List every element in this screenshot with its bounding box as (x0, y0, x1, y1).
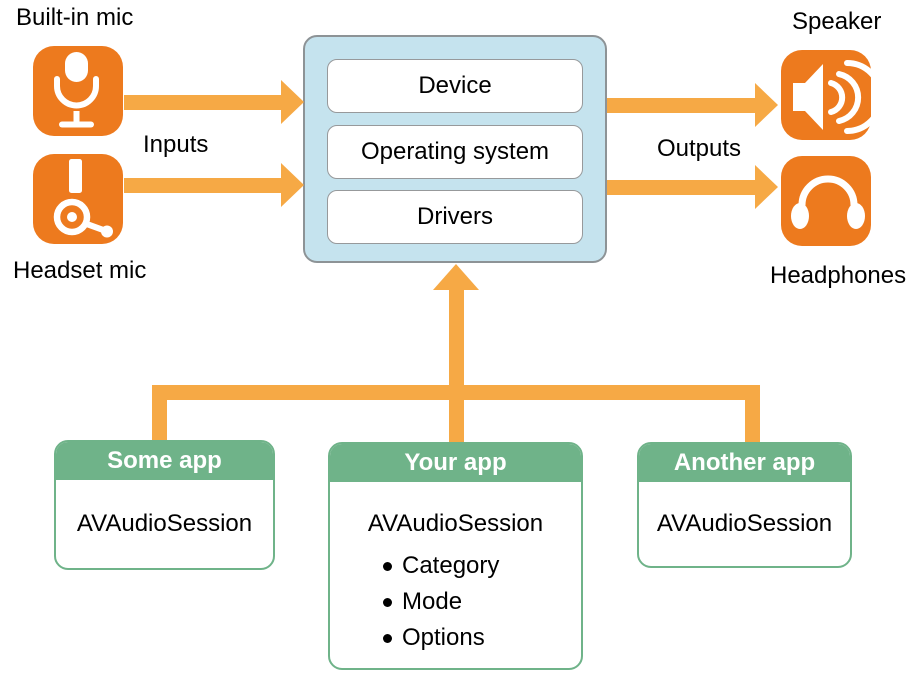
speaker-icon (793, 60, 871, 134)
list-item: Options (383, 620, 581, 656)
built-in-mic-label: Built-in mic (16, 4, 134, 31)
session-arrow-trunk (449, 290, 464, 442)
speaker-label: Speaker (792, 8, 882, 35)
app-card-body: AVAudioSession Category Mode Options (330, 510, 581, 656)
inputs-label: Inputs (143, 131, 209, 158)
app-card-another-app: Another app AVAudioSession (637, 442, 852, 568)
microphone-icon (54, 52, 99, 128)
speaker-tile (781, 50, 871, 140)
input-arrow-headset-head (281, 163, 304, 207)
system-stack-box: Device Operating system Drivers (303, 35, 607, 263)
headphones-icon (791, 175, 865, 229)
bullet-label: Category (402, 552, 500, 579)
operating-system-layer: Operating system (327, 125, 583, 179)
bullet-label: Options (402, 624, 485, 651)
outputs-label: Outputs (657, 135, 742, 162)
headset-mic-label: Headset mic (13, 257, 147, 284)
bullet-icon (383, 561, 392, 571)
app-card-your-app: Your app AVAudioSession Category Mode Op… (328, 442, 583, 670)
app-card-some-app: Some app AVAudioSession (54, 440, 275, 570)
session-stub-some-app (152, 385, 167, 440)
output-arrow-speaker-head (755, 83, 778, 127)
avaudiosession-label: AVAudioSession (656, 510, 833, 537)
session-property-list: Category Mode Options (330, 548, 581, 656)
list-item: Mode (383, 584, 581, 620)
avaudiosession-label: AVAudioSession (367, 510, 544, 537)
session-stub-another-app (745, 385, 760, 442)
output-arrow-headphones-shaft (607, 180, 755, 195)
bullet-label: Mode (402, 588, 463, 615)
headphones-label: Headphones (770, 262, 907, 289)
headphones-tile (781, 156, 871, 246)
bullet-icon (383, 633, 392, 643)
built-in-mic-tile (33, 46, 123, 136)
avaudiosession-label: AVAudioSession (76, 510, 253, 537)
session-bus-bar (152, 385, 760, 400)
input-arrow-builtin-head (281, 80, 304, 124)
headset-mic-icon (53, 159, 113, 238)
app-card-title: Your app (330, 444, 581, 482)
session-arrow-head (433, 264, 479, 290)
app-card-title: Some app (56, 442, 273, 480)
list-item: Category (383, 548, 581, 584)
input-arrow-headset-shaft (124, 178, 281, 193)
input-arrow-builtin-shaft (124, 95, 281, 110)
output-arrow-speaker-shaft (607, 98, 755, 113)
drivers-layer: Drivers (327, 190, 583, 244)
headset-mic-tile (33, 154, 123, 244)
bullet-icon (383, 597, 392, 607)
output-arrow-headphones-head (755, 165, 778, 209)
device-layer: Device (327, 59, 583, 113)
app-card-title: Another app (639, 444, 850, 482)
